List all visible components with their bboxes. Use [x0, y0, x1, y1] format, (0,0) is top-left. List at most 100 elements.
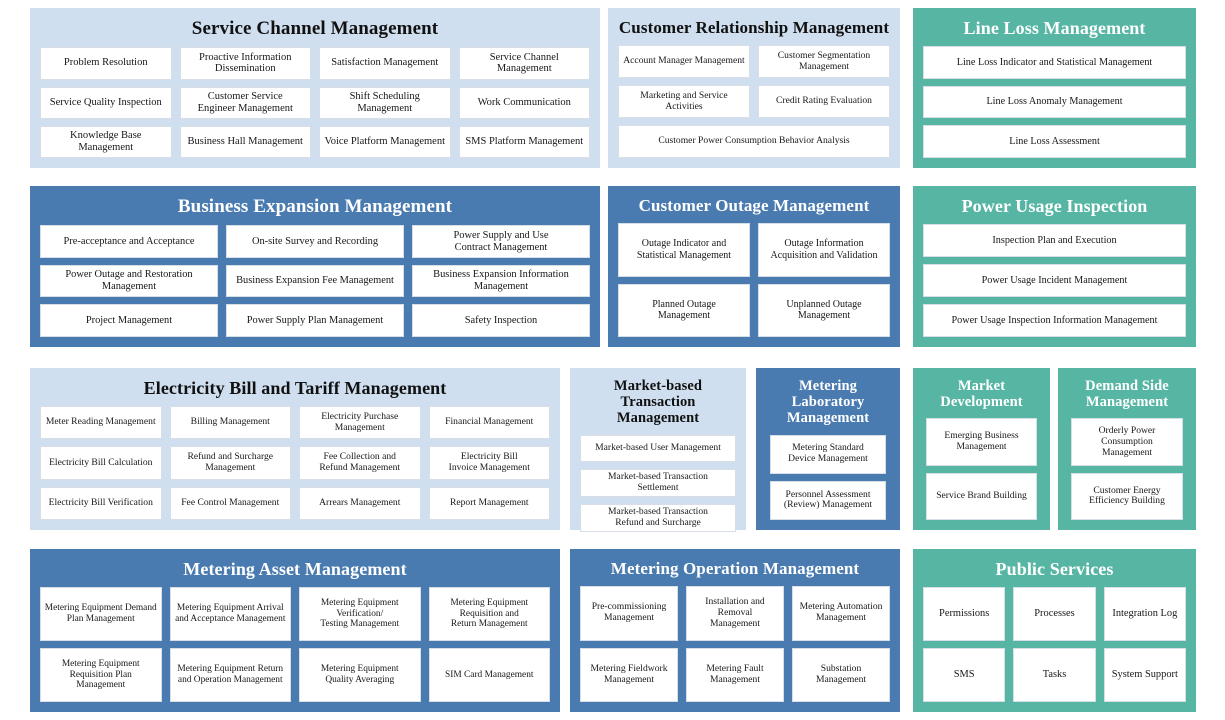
- tile-market-based-user-management[interactable]: Market-based User Management: [580, 434, 736, 463]
- tile-emerging-business-management[interactable]: Emerging Business Management: [926, 418, 1037, 466]
- tile-power-usage-inspection-information-management[interactable]: Power Usage Inspection Information Manag…: [923, 304, 1186, 337]
- panel-title-customer-outage-management: Customer Outage Management: [638, 196, 870, 215]
- tile-metering-equipment-requisition-and-return-management[interactable]: Metering Equipment Requisition and Retur…: [428, 587, 550, 642]
- tile-metering-equipment-return-and-operation-management[interactable]: Metering Equipment Return and Operation …: [169, 648, 291, 702]
- tile-proactive-information-dissemination[interactable]: Proactive Information Dissemination: [179, 47, 311, 80]
- panel-metering-laboratory-management[interactable]: Metering Laboratory Management Metering …: [756, 368, 900, 530]
- tile-pre-commissioning-management[interactable]: Pre-commissioning Management: [580, 586, 678, 641]
- tile-metering-fault-management[interactable]: Metering Fault Management: [686, 647, 784, 702]
- tile-electricity-bill-verification[interactable]: Electricity Bill Verification: [40, 486, 162, 520]
- tile-processes[interactable]: Processes: [1013, 587, 1096, 642]
- tile-permissions[interactable]: Permissions: [923, 587, 1006, 642]
- tile-project-management[interactable]: Project Management: [40, 304, 218, 337]
- tile-grid-metering-laboratory: Metering Standard Device Management Pers…: [766, 434, 890, 520]
- tile-fee-control-management[interactable]: Fee Control Management: [169, 486, 291, 520]
- panel-public-services[interactable]: Public Services Permissions Processes In…: [913, 549, 1196, 712]
- tile-credit-rating-evaluation[interactable]: Credit Rating Evaluation: [758, 85, 890, 118]
- tile-sim-card-management[interactable]: SIM Card Management: [428, 648, 550, 702]
- tile-line-loss-assessment[interactable]: Line Loss Assessment: [923, 125, 1186, 158]
- tile-metering-standard-device-management[interactable]: Metering Standard Device Management: [770, 434, 886, 474]
- panel-customer-relationship-management[interactable]: Customer Relationship Management Account…: [608, 8, 900, 168]
- panel-demand-side-management[interactable]: Demand Side Management Orderly Power Con…: [1058, 368, 1196, 530]
- tile-unplanned-outage-management[interactable]: Unplanned Outage Management: [758, 283, 890, 337]
- tile-service-channel-management[interactable]: Service Channel Management: [458, 47, 590, 80]
- tile-outage-information-acquisition-and-validation[interactable]: Outage Information Acquisition and Valid…: [758, 223, 890, 277]
- panel-power-usage-inspection[interactable]: Power Usage Inspection Inspection Plan a…: [913, 186, 1196, 347]
- tile-inspection-plan-and-execution[interactable]: Inspection Plan and Execution: [923, 224, 1186, 258]
- tile-problem-resolution[interactable]: Problem Resolution: [40, 47, 172, 80]
- panel-customer-outage-management[interactable]: Customer Outage Management Outage Indica…: [608, 186, 900, 347]
- tile-metering-equipment-arrival-and-acceptance-management[interactable]: Metering Equipment Arrival and Acceptanc…: [169, 587, 291, 642]
- tile-metering-equipment-quality-averaging[interactable]: Metering Equipment Quality Averaging: [299, 648, 421, 702]
- tile-electricity-purchase-management[interactable]: Electricity Purchase Management: [299, 406, 421, 440]
- tile-planned-outage-management[interactable]: Planned Outage Management: [618, 283, 750, 337]
- tile-on-site-survey-and-recording[interactable]: On-site Survey and Recording: [226, 225, 404, 258]
- tile-billing-management[interactable]: Billing Management: [169, 406, 291, 440]
- tile-satisfaction-management[interactable]: Satisfaction Management: [319, 47, 451, 80]
- tile-fee-collection-and-refund-management[interactable]: Fee Collection and Refund Management: [299, 446, 421, 480]
- tile-power-outage-and-restoration-management[interactable]: Power Outage and Restoration Management: [40, 264, 218, 298]
- tile-grid-business-expansion: Pre-acceptance and Acceptance On-site Su…: [40, 225, 590, 337]
- tile-tasks[interactable]: Tasks: [1013, 648, 1096, 702]
- tile-arrears-management[interactable]: Arrears Management: [299, 486, 421, 520]
- panel-market-based-transaction-management[interactable]: Market-based Transaction Management Mark…: [570, 368, 746, 532]
- tile-metering-equipment-demand-plan-management[interactable]: Metering Equipment Demand Plan Managemen…: [40, 587, 162, 642]
- tile-metering-fieldwork-management[interactable]: Metering Fieldwork Management: [580, 647, 678, 702]
- panel-electricity-bill-and-tariff-management[interactable]: Electricity Bill and Tariff Management M…: [30, 368, 560, 530]
- tile-market-based-transaction-settlement[interactable]: Market-based Transaction Settlement: [580, 469, 736, 498]
- panel-title-metering-asset-management: Metering Asset Management: [183, 559, 407, 579]
- tile-grid-bill-tariff: Meter Reading Management Billing Managem…: [40, 406, 550, 520]
- tile-metering-equipment-requisition-plan-management[interactable]: Metering Equipment Requisition Plan Mana…: [40, 648, 162, 702]
- tile-refund-and-surcharge-management[interactable]: Refund and Surcharge Management: [169, 446, 291, 480]
- panel-metering-operation-management[interactable]: Metering Operation Management Pre-commis…: [570, 549, 900, 712]
- panel-title-line-loss-management: Line Loss Management: [963, 18, 1146, 38]
- panel-business-expansion-management[interactable]: Business Expansion Management Pre-accept…: [30, 186, 600, 347]
- tile-electricity-bill-calculation[interactable]: Electricity Bill Calculation: [40, 446, 162, 480]
- tile-outage-indicator-and-statistical-management[interactable]: Outage Indicator and Statistical Managem…: [618, 223, 750, 277]
- tile-power-supply-and-use-contract-management[interactable]: Power Supply and Use Contract Management: [412, 225, 590, 258]
- tile-shift-scheduling-management[interactable]: Shift Scheduling Management: [319, 86, 451, 119]
- tile-account-manager-management[interactable]: Account Manager Management: [618, 45, 750, 79]
- tile-system-support[interactable]: System Support: [1103, 648, 1186, 702]
- tile-customer-power-consumption-behavior-analysis[interactable]: Customer Power Consumption Behavior Anal…: [618, 125, 890, 158]
- tile-customer-service-engineer-management[interactable]: Customer Service Engineer Management: [179, 86, 311, 119]
- tile-service-brand-building[interactable]: Service Brand Building: [926, 472, 1037, 520]
- tile-personnel-assessment-review-management[interactable]: Personnel Assessment (Review) Management: [770, 480, 886, 520]
- tile-meter-reading-management[interactable]: Meter Reading Management: [40, 406, 162, 440]
- tile-grid-metering-operation: Pre-commissioning Management Installatio…: [580, 586, 890, 702]
- tile-grid-market-transaction: Market-based User Management Market-base…: [580, 434, 736, 532]
- tile-market-based-transaction-refund-and-surcharge[interactable]: Market-based Transaction Refund and Surc…: [580, 504, 736, 532]
- tile-metering-automation-management[interactable]: Metering Automation Management: [792, 586, 890, 641]
- tile-line-loss-anomaly-management[interactable]: Line Loss Anomaly Management: [923, 85, 1186, 119]
- tile-sms[interactable]: SMS: [923, 648, 1006, 702]
- tile-line-loss-indicator-and-statistical-management[interactable]: Line Loss Indicator and Statistical Mana…: [923, 46, 1186, 79]
- tile-pre-acceptance-and-acceptance[interactable]: Pre-acceptance and Acceptance: [40, 225, 218, 258]
- panel-service-channel-management[interactable]: Service Channel Management Problem Resol…: [30, 8, 600, 168]
- tile-metering-equipment-verification-testing-management[interactable]: Metering Equipment Verification/ Testing…: [299, 587, 421, 642]
- tile-integration-log[interactable]: Integration Log: [1103, 587, 1186, 642]
- tile-business-expansion-information-management[interactable]: Business Expansion Information Managemen…: [412, 264, 590, 298]
- tile-marketing-and-service-activities[interactable]: Marketing and Service Activities: [618, 85, 750, 118]
- tile-installation-and-removal-management[interactable]: Installation and Removal Management: [686, 586, 784, 641]
- tile-business-expansion-fee-management[interactable]: Business Expansion Fee Management: [226, 264, 404, 298]
- panel-metering-asset-management[interactable]: Metering Asset Management Metering Equip…: [30, 549, 560, 712]
- tile-power-supply-plan-management[interactable]: Power Supply Plan Management: [226, 304, 404, 337]
- tile-customer-segmentation-management[interactable]: Customer Segmentation Management: [758, 45, 890, 79]
- tile-business-hall-management[interactable]: Business Hall Management: [179, 125, 311, 158]
- tile-electricity-bill-invoice-management[interactable]: Electricity Bill Invoice Management: [428, 446, 550, 480]
- tile-substation-management[interactable]: Substation Management: [792, 647, 890, 702]
- panel-market-development[interactable]: Market Development Emerging Business Man…: [913, 368, 1050, 530]
- tile-orderly-power-consumption-management[interactable]: Orderly Power Consumption Management: [1071, 418, 1183, 466]
- tile-voice-platform-management[interactable]: Voice Platform Management: [319, 125, 451, 158]
- panel-title-power-usage-inspection: Power Usage Inspection: [961, 196, 1148, 216]
- tile-knowledge-base-management[interactable]: Knowledge Base Management: [40, 125, 172, 158]
- tile-service-quality-inspection[interactable]: Service Quality Inspection: [40, 86, 172, 119]
- tile-power-usage-incident-management[interactable]: Power Usage Incident Management: [923, 264, 1186, 298]
- tile-customer-energy-efficiency-building[interactable]: Customer Energy Efficiency Building: [1071, 472, 1183, 520]
- tile-work-communication[interactable]: Work Communication: [458, 86, 590, 119]
- tile-financial-management[interactable]: Financial Management: [428, 406, 550, 440]
- tile-sms-platform-management[interactable]: SMS Platform Management: [458, 125, 590, 158]
- panel-line-loss-management[interactable]: Line Loss Management Line Loss Indicator…: [913, 8, 1196, 168]
- tile-safety-inspection[interactable]: Safety Inspection: [412, 304, 590, 337]
- tile-report-management[interactable]: Report Management: [428, 486, 550, 520]
